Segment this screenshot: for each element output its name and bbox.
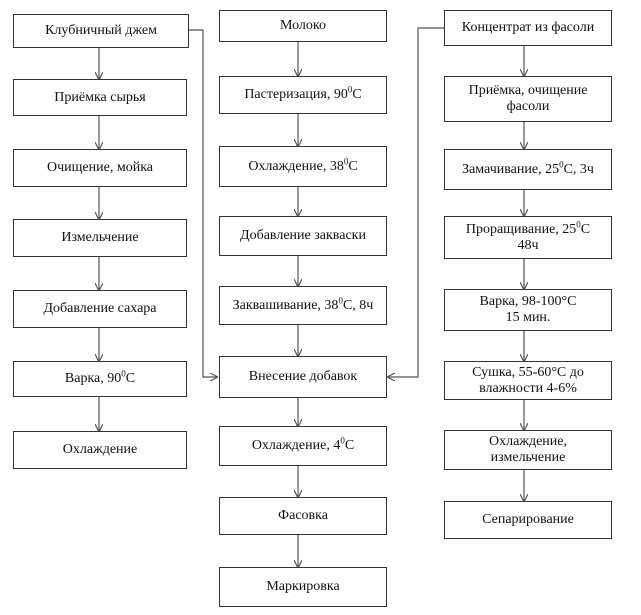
box-bean-cooking: Варка, 98-100°С 15 мин.: [444, 289, 612, 331]
box-cooling-grinding: Охлаждение, измельчение: [444, 430, 612, 470]
label-sup: 0: [338, 294, 343, 305]
box-strawberry-jam: Клубничный джем: [13, 14, 189, 48]
box-bean-concentrate: Концентрат из фасоли: [444, 10, 612, 46]
label-main: Варка, 90: [64, 371, 122, 386]
label-tail: С, 3ч: [563, 161, 594, 177]
box-pasteurization: Пастеризация, 900С: [219, 76, 387, 114]
box-labeling: Маркировка: [219, 567, 387, 607]
box-label: Проращивание, 250С 48ч: [465, 218, 591, 254]
label-main: Проращивание, 25: [465, 221, 577, 237]
label-tail: С: [125, 371, 136, 386]
box-label: Заквашивание, 380С, 8ч: [232, 294, 374, 314]
box-grinding: Измельчение: [13, 219, 187, 257]
box-raw-acceptance: Приёмка сырья: [13, 79, 187, 116]
label-main: Замачивание, 25: [462, 161, 560, 177]
box-label: Сепарирование: [482, 512, 574, 527]
arrow-beans-to-additives: [388, 27, 444, 377]
box-label: Внесение добавок: [248, 369, 358, 384]
box-label: Сушка, 55-60°С до влажности 4-6%: [472, 364, 584, 396]
label-sup: 0: [340, 435, 345, 446]
box-label: Охлаждение, 380С: [248, 155, 358, 175]
box-label: Охлаждение, измельчение: [488, 434, 568, 465]
box-label: Молоко: [280, 18, 326, 33]
box-label: Охлаждение, 40С: [251, 435, 355, 454]
label-tail: С: [352, 87, 362, 102]
label-tail: С 48ч: [517, 221, 591, 253]
label-main: Пастеризация, 90: [244, 87, 348, 102]
box-milk: Молоко: [219, 10, 387, 42]
label-sup: 0: [559, 158, 564, 169]
box-soaking: Замачивание, 250С, 3ч: [444, 149, 612, 190]
box-label: Приёмка, очищение фасоли: [468, 83, 588, 114]
box-cleaning-washing: Очищение, мойка: [13, 149, 187, 187]
box-adding-sugar: Добавление сахара: [13, 290, 187, 328]
box-adding-starter: Добавление закваски: [219, 216, 387, 256]
label-main: Охлаждение, 38: [248, 158, 344, 174]
box-label: Приёмка сырья: [54, 89, 146, 105]
box-cooling-38: Охлаждение, 380С: [219, 146, 387, 187]
label-main: Заквашивание, 38: [232, 297, 339, 313]
box-cooling-left: Охлаждение: [13, 431, 187, 469]
box-bean-acceptance: Приёмка, очищение фасоли: [444, 76, 612, 122]
label-sup: 0: [121, 368, 126, 379]
box-label: Фасовка: [278, 508, 328, 523]
box-label: Маркировка: [266, 579, 340, 594]
box-drying: Сушка, 55-60°С до влажности 4-6%: [444, 361, 612, 400]
box-germination: Проращивание, 250С 48ч: [444, 216, 612, 259]
label-sup: 0: [343, 155, 349, 166]
box-label: Измельчение: [61, 230, 139, 245]
box-label: Варка, 98-100°С 15 мин.: [479, 294, 577, 325]
box-cooking-90: Варка, 900С: [13, 361, 187, 397]
label-sup: 0: [576, 218, 581, 229]
box-label: Замачивание, 250С, 3ч: [462, 158, 594, 178]
box-label: Концентрат из фасоли: [461, 20, 595, 35]
box-label: Варка, 900С: [64, 368, 136, 387]
box-fermentation: Заквашивание, 380С, 8ч: [219, 286, 387, 325]
label-tail: С: [344, 438, 355, 453]
box-adding-additives: Внесение добавок: [219, 356, 387, 398]
box-label: Добавление сахара: [43, 301, 157, 316]
box-label: Очищение, мойка: [47, 160, 153, 175]
box-label: Пастеризация, 900С: [244, 84, 362, 103]
arrow-jam-to-additives: [189, 29, 217, 377]
label-sup: 0: [347, 84, 353, 95]
box-separation: Сепарирование: [444, 501, 612, 539]
box-label: Охлаждение: [62, 442, 138, 457]
label-tail: С: [348, 158, 358, 174]
box-label: Клубничный джем: [45, 23, 157, 38]
box-label: Добавление закваски: [240, 228, 366, 243]
label-tail: С, 8ч: [342, 297, 374, 313]
box-cooling-4: Охлаждение, 40С: [219, 426, 387, 466]
label-main: Охлаждение, 4: [251, 438, 341, 453]
box-packaging: Фасовка: [219, 497, 387, 535]
